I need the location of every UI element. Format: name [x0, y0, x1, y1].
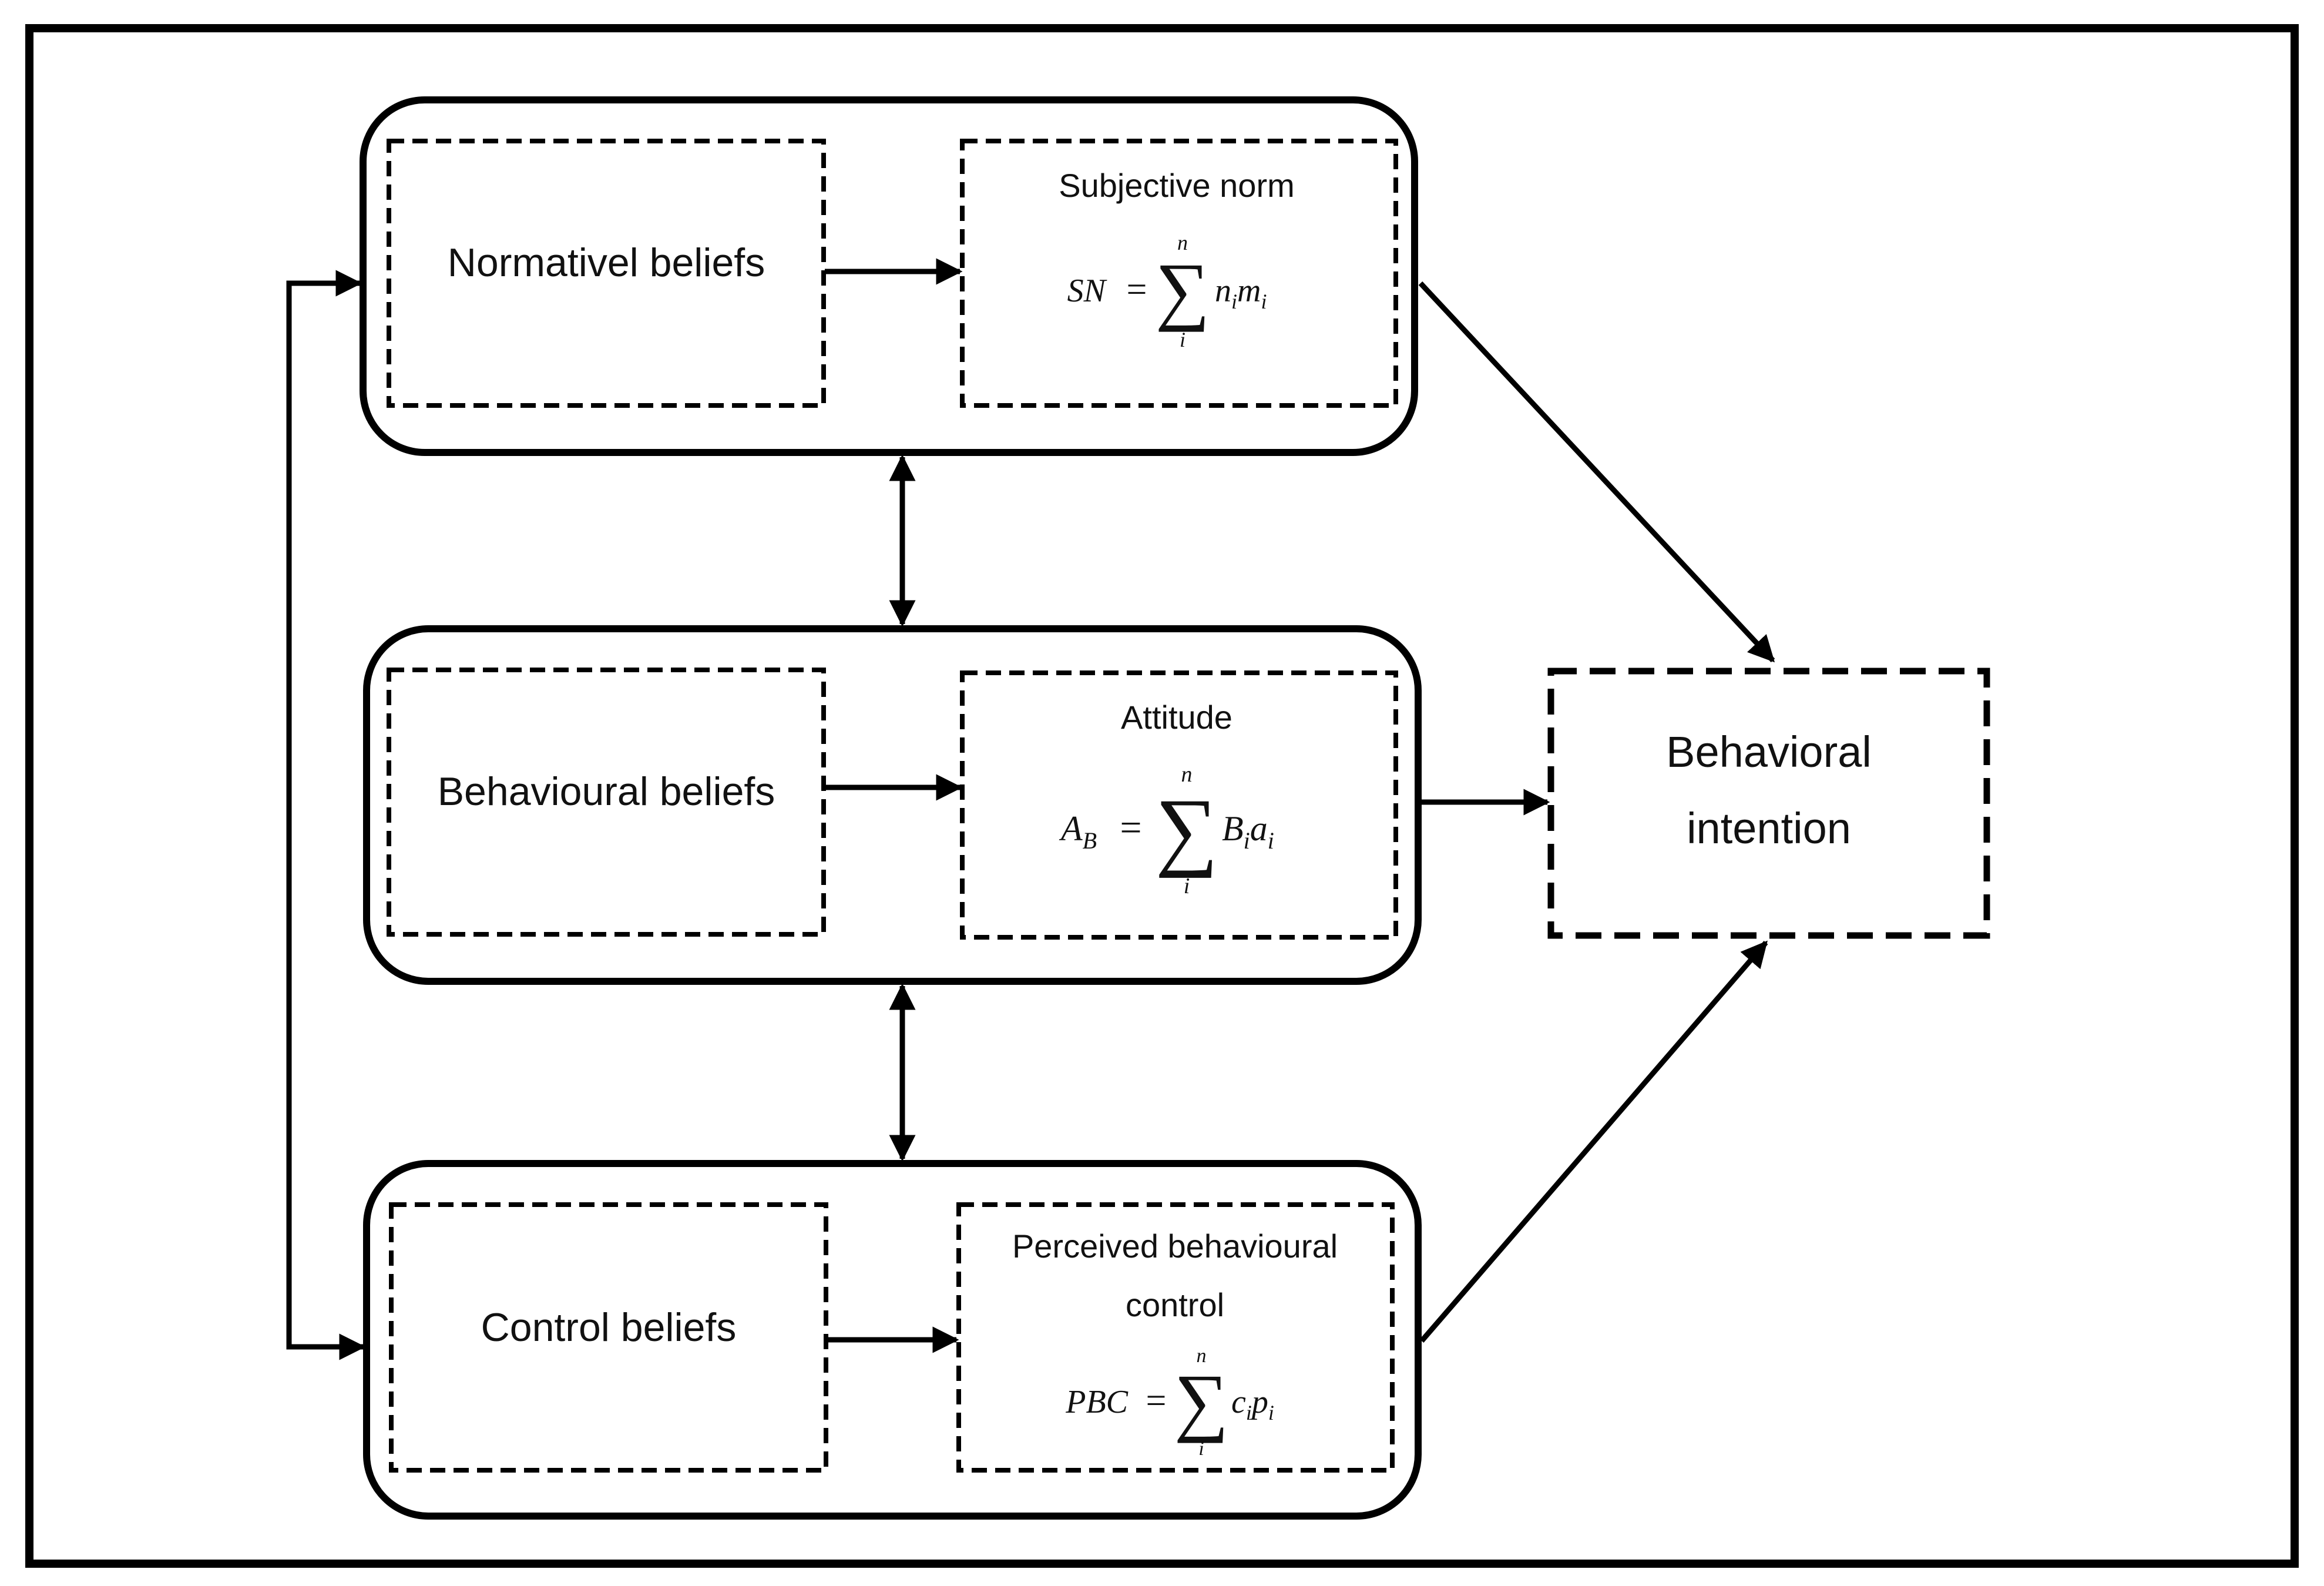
lhs-symbol: A [1059, 809, 1083, 848]
sum-upper-limit: n [1197, 1345, 1207, 1367]
sum-lower-limit: i [1198, 1438, 1204, 1460]
behavioral-intention-line2: intention [1687, 804, 1851, 853]
subjective-norm-box [960, 139, 1398, 408]
term-1-subscript: i [1246, 1401, 1252, 1424]
formula-term: Biai [1222, 809, 1274, 854]
perceived-control-title-line2: control [1126, 1286, 1224, 1323]
sum-upper-limit: n [1177, 231, 1188, 254]
subjective-norm-formula: SN = ∑ n i nimi [1067, 231, 1267, 351]
formula-lhs: AB [1059, 809, 1097, 854]
normative-beliefs-box [387, 139, 826, 408]
equals-sign: = [1146, 1381, 1167, 1421]
term-1-subscript: i [1231, 290, 1237, 313]
formula-lhs: PBC [1065, 1384, 1128, 1420]
term-2-subscript: i [1261, 290, 1267, 313]
behavioural-beliefs-label: Behavioural beliefs [438, 769, 775, 814]
sum-upper-limit: n [1181, 762, 1193, 787]
term-1-symbol: B [1222, 809, 1244, 848]
sum-lower-limit: i [1184, 874, 1190, 898]
control-beliefs-label: Control beliefs [481, 1305, 737, 1350]
attitude-formula: AB = ∑ n i Biai [1059, 762, 1274, 898]
arrow-perceived-control-to-intention [1419, 940, 1768, 1343]
term-1-symbol: n [1215, 273, 1231, 309]
control-beliefs-box [389, 1202, 828, 1473]
sum-symbol: ∑ [1156, 248, 1210, 333]
equals-sign: = [1127, 270, 1147, 310]
sum-lower-limit: i [1180, 328, 1185, 351]
term-2-symbol: p [1250, 1384, 1268, 1420]
arrow-normative-control-link [286, 270, 366, 1360]
arrow-subjective-norm-to-intention [1418, 281, 1775, 663]
normative-beliefs-label: Normativel beliefs [448, 240, 765, 285]
lhs-subscript: B [1083, 827, 1097, 854]
term-2-symbol: m [1237, 273, 1261, 309]
term-1-symbol: c [1231, 1384, 1246, 1420]
behavioral-intention-line1: Behavioral [1666, 727, 1872, 776]
formula-term: cipi [1231, 1384, 1274, 1424]
formula-lhs: SN [1067, 273, 1107, 309]
term-1-subscript: i [1244, 827, 1250, 854]
perceived-control-box [956, 1202, 1395, 1473]
behavioural-beliefs-box [387, 668, 826, 937]
attitude-box [960, 670, 1398, 940]
equals-sign: = [1120, 806, 1141, 849]
sum-symbol: ∑ [1174, 1359, 1229, 1444]
formula-term: nimi [1215, 273, 1267, 313]
behavioral-intention-box [1547, 668, 1990, 939]
perceived-control-formula: PBC = ∑ n i cipi [1065, 1345, 1274, 1460]
term-2-subscript: i [1268, 827, 1274, 854]
attitude-title: Attitude [1121, 699, 1232, 736]
term-2-symbol: a [1250, 809, 1268, 848]
perceived-control-title-line1: Perceived behavioural [1012, 1228, 1338, 1265]
term-2-subscript: i [1268, 1401, 1274, 1424]
subjective-norm-title: Subjective norm [1059, 167, 1295, 204]
sum-symbol: ∑ [1156, 781, 1218, 878]
